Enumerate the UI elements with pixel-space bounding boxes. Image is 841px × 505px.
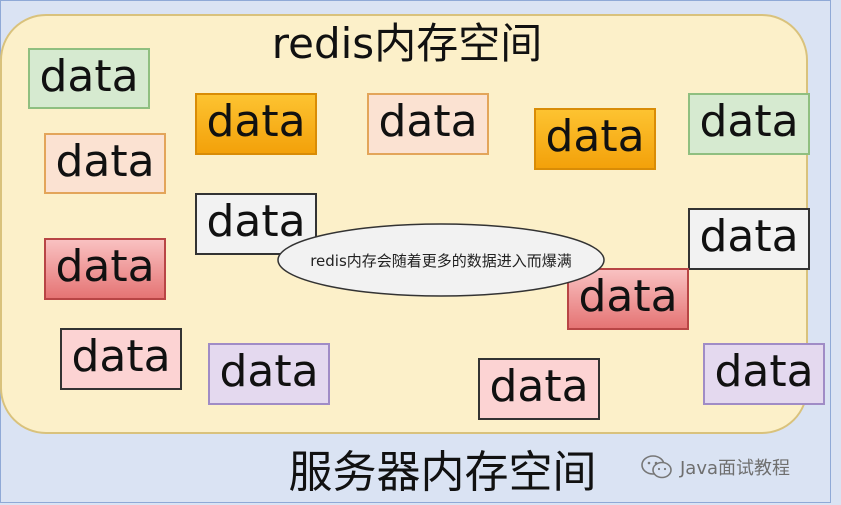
callout-ellipse: redis内存会随着更多的数据进入而爆满 (276, 222, 606, 298)
data-block: data (60, 328, 182, 390)
data-block: data (28, 48, 150, 109)
data-block: data (703, 343, 825, 405)
watermark: Java面试教程 (640, 452, 790, 482)
data-block: data (195, 193, 317, 255)
redis-memory-title: redis内存空间 (271, 19, 543, 68)
data-block: data (367, 93, 489, 155)
data-block: data (44, 238, 166, 300)
data-block: data (567, 268, 689, 330)
watermark-text: Java面试教程 (680, 458, 791, 479)
data-block: data (688, 208, 810, 270)
data-block: data (688, 93, 810, 155)
data-block: data (195, 93, 317, 155)
data-block: data (44, 133, 166, 194)
data-block: data (534, 108, 656, 170)
data-block: data (478, 358, 600, 420)
callout-text: redis内存会随着更多的数据进入而爆满 (310, 251, 572, 270)
data-block: data (208, 343, 330, 405)
server-memory-title: 服务器内存空间 (288, 447, 597, 498)
wechat-icon (641, 455, 672, 479)
